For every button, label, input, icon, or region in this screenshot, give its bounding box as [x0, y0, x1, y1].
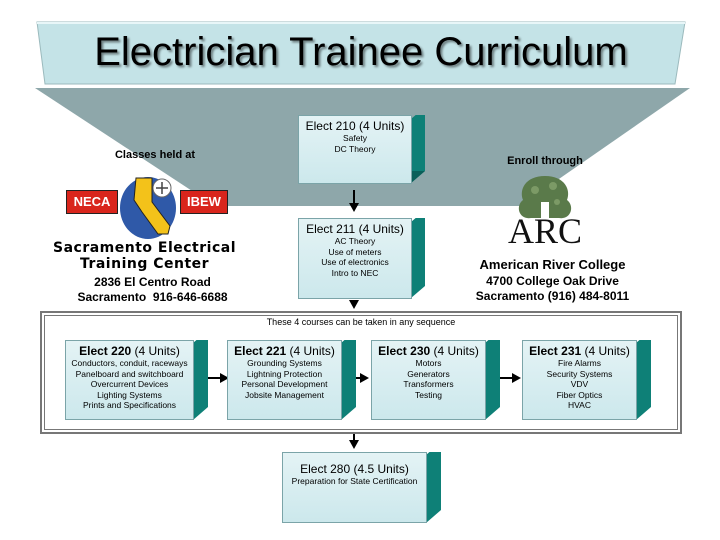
california-map-icon — [120, 177, 176, 239]
course-units: (4 Units) — [286, 344, 335, 358]
course-units: (4.5 Units) — [350, 462, 409, 476]
course-code: Elect 231 — [529, 344, 582, 358]
course-code: Elect 280 — [300, 462, 351, 476]
right-org-name: American River College — [479, 257, 626, 272]
course-units: (4 Units) — [430, 344, 479, 358]
course-units: (4 Units) — [355, 222, 404, 236]
right-org-heading: Enroll through — [507, 155, 583, 167]
course-topic: Prints and Specifications — [82, 400, 177, 410]
course-topic: Safety — [342, 133, 368, 143]
any-sequence-group — [40, 311, 682, 434]
course-topic: Jobsite Management — [245, 389, 324, 400]
course-topic: AC Theory — [334, 236, 376, 246]
course-topic: Transformers — [403, 379, 454, 389]
course-topic: Panelboard and switchboard — [75, 368, 184, 379]
page-title: Electrician Trainee Curriculum — [94, 30, 628, 74]
course-topic: HVAC — [568, 400, 591, 410]
course-code: Elect 211 — [306, 222, 356, 236]
setc-logo: NECA IBEW Sacramento Electrical Training… — [48, 168, 241, 272]
course-topic: Personal Development — [241, 379, 328, 389]
course-topic: Lightning Protection — [246, 368, 323, 379]
right-org-city-phone: Sacramento (916) 484-8011 — [475, 289, 630, 303]
setc-logo-line2: Training Center — [79, 256, 210, 272]
left-org-city-phone: Sacramento 916-646-6688 — [77, 290, 228, 304]
arc-logo-text: ARC — [507, 211, 583, 251]
course-topic: DC Theory — [334, 143, 376, 154]
course-topic: Testing — [415, 389, 442, 400]
course-code: Elect 220 — [79, 344, 132, 358]
course-code: Elect 210 — [305, 119, 356, 133]
arc-tree-logo-icon — [518, 176, 572, 219]
course-topic: Use of electronics — [321, 257, 389, 267]
course-topic: Lighting Systems — [97, 389, 162, 400]
course-topic: Fire Alarms — [558, 358, 601, 368]
course-code: Elect 221 — [234, 344, 287, 358]
course-topic: Conductors, conduit, raceways — [71, 358, 188, 368]
sequence-note: These 4 courses can be taken in any sequ… — [266, 317, 456, 327]
course-topic: Fiber Optics — [556, 389, 603, 400]
neca-logo: NECA — [66, 190, 118, 214]
right-org-address: 4700 College Oak Drive — [486, 274, 619, 288]
course-units: (4 Units) — [355, 119, 405, 133]
course-topic: Preparation for State Certification — [291, 476, 418, 486]
left-org-heading: Classes held at — [114, 149, 196, 161]
left-org-address: 2836 El Centro Road — [94, 275, 211, 289]
course-topic: VDV — [570, 379, 589, 389]
course-units: (4 Units) — [131, 344, 180, 358]
course-topic: Security Systems — [546, 368, 613, 379]
course-topic: Use of meters — [328, 246, 382, 257]
setc-logo-line1: Sacramento Electrical — [52, 240, 236, 256]
course-topic: Generators — [407, 368, 450, 379]
course-topic: Grounding Systems — [247, 358, 322, 368]
course-code: Elect 230 — [378, 344, 431, 358]
course-units: (4 Units) — [581, 344, 630, 358]
course-topic: Overcurrent Devices — [90, 379, 169, 389]
ibew-logo: IBEW — [180, 190, 228, 214]
course-topic: Motors — [415, 358, 442, 368]
course-topic: Intro to NEC — [331, 267, 379, 278]
